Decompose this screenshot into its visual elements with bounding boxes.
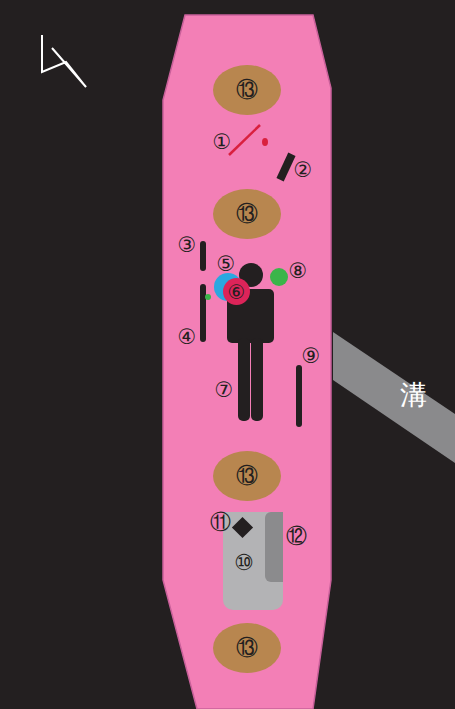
north-arrow — [42, 35, 86, 87]
callout-number: ④ — [178, 327, 197, 348]
road-area — [163, 15, 331, 709]
diamond-mark — [232, 517, 253, 538]
body-leg — [251, 338, 263, 421]
callout-number: ⑬ — [236, 79, 258, 101]
object-bar — [200, 284, 206, 342]
callout-number: ⑪ — [210, 512, 231, 533]
blood-stain — [229, 125, 260, 155]
callout-number: ⑦ — [215, 380, 234, 401]
callout-number: ⑬ — [236, 637, 258, 659]
vehicle-bar — [265, 512, 283, 582]
object-mark — [276, 153, 295, 182]
green-mark — [205, 294, 211, 300]
ditch-band — [333, 332, 455, 463]
callout-number: ⑤ — [217, 254, 236, 275]
ditch-band: 溝 — [331, 330, 455, 463]
ditch-shape — [331, 330, 455, 463]
place-name: 溝 — [400, 381, 427, 408]
body-leg — [238, 338, 250, 421]
callout-number: ⑥ — [228, 282, 246, 302]
vehicle-box: ⑩ — [223, 512, 283, 610]
blood-drop — [262, 138, 268, 146]
callout-number: ① — [213, 132, 232, 153]
callout-number: ② — [294, 160, 313, 181]
callout-number: ⑩ — [234, 552, 254, 574]
marker-oval: ⑬ — [213, 451, 281, 501]
green-mark — [270, 268, 288, 286]
callout-number: ⑬ — [236, 203, 258, 225]
marker-oval: ⑬ — [213, 65, 281, 115]
callout-number: ③ — [178, 235, 197, 256]
marker-oval: ⑬ — [213, 189, 281, 239]
marker-oval: ⑬ — [213, 623, 281, 673]
callout-number: ⑫ — [286, 526, 307, 547]
object-bar — [296, 365, 302, 427]
marker-dot: ⑥ — [223, 278, 250, 305]
callout-number: ⑬ — [236, 465, 258, 487]
object-bar — [200, 241, 206, 271]
callout-number: ⑨ — [302, 346, 321, 367]
callout-number: ⑧ — [289, 261, 308, 282]
